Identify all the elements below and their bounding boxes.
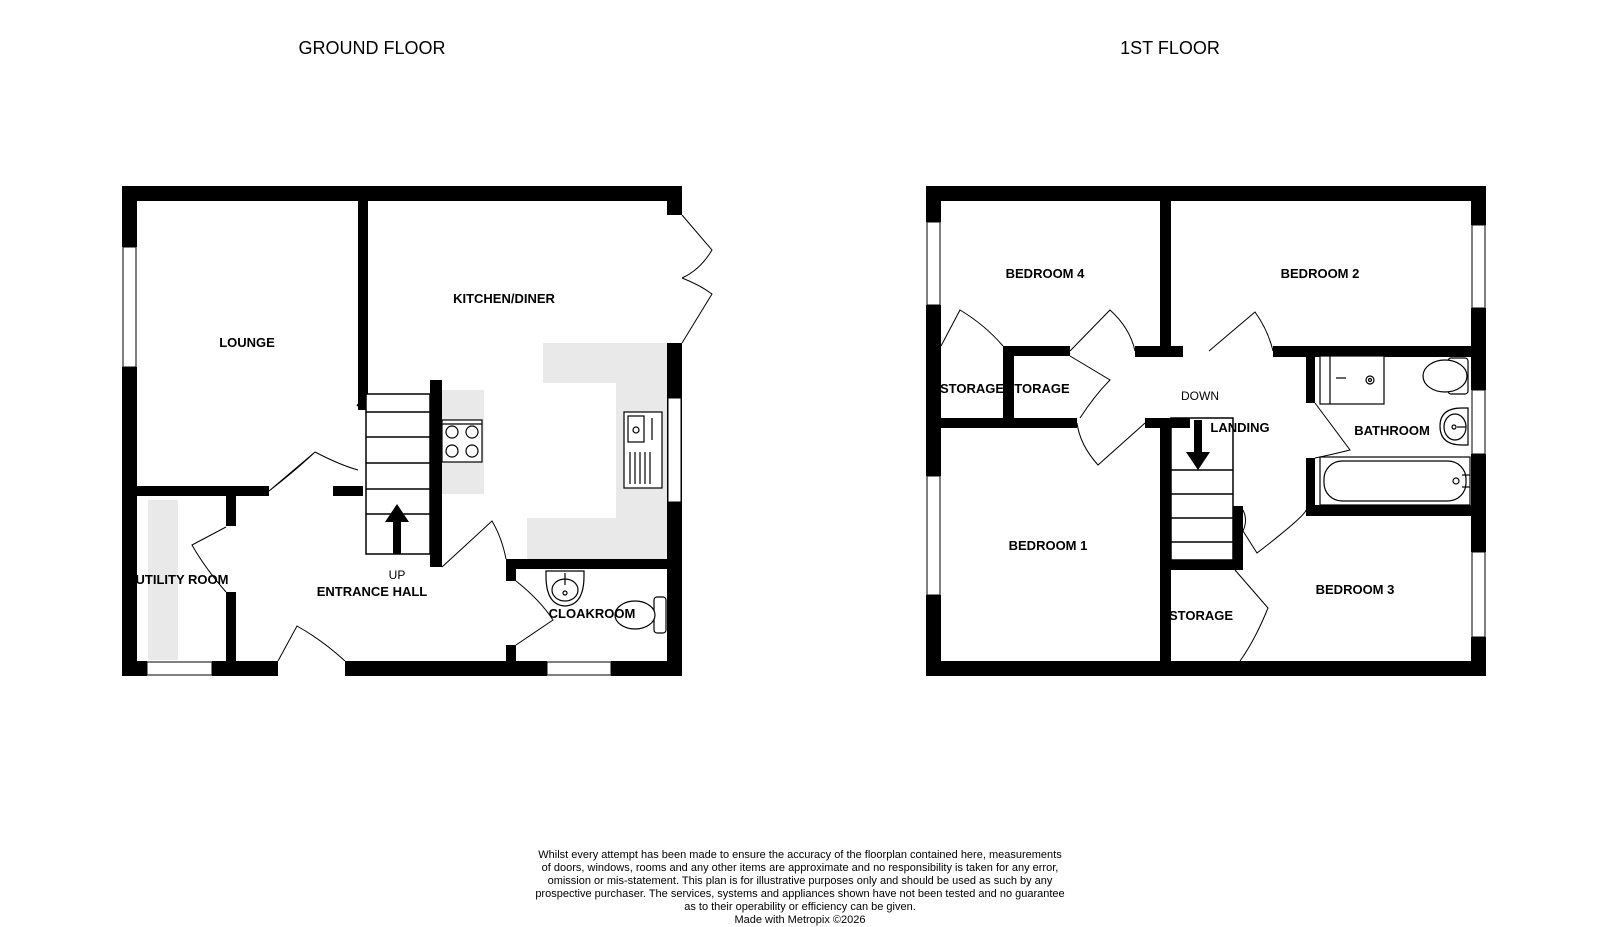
disclaimer-line: as to their operability or efficiency ca… [684,901,916,913]
first-staircase [1170,417,1234,561]
ground-outer-walls [122,186,682,676]
room-label-utility: UTILITY ROOM [136,572,229,587]
first-doors [940,309,1351,662]
room-label-landing: LANDING [1210,420,1269,435]
room-label-bedroom-2: BEDROOM 2 [1281,266,1360,281]
first-inner-walls [941,201,1471,661]
first-outer-walls [926,186,1486,676]
stairs-up-label: UP [389,568,406,582]
disclaimer-line: omission or mis-statement. This plan is … [547,875,1053,887]
hob-icon [441,419,483,463]
stairs-down-label: DOWN [1181,389,1219,403]
down-arrow-icon [1186,420,1210,470]
room-label-storage-bottom: STORAGE [1169,608,1233,623]
room-label-kitchen: KITCHEN/DINER [453,291,555,306]
room-label-lounge: LOUNGE [219,335,275,350]
room-label-cloakroom: CLOAKROOM [549,606,636,621]
bathroom-basin-icon [1439,407,1469,446]
disclaimer: Whilst every attempt has been made to en… [500,849,1100,927]
first-floor-title: 1ST FLOOR [1120,38,1220,58]
room-label-entrance-hall: ENTRANCE HALL [317,584,428,599]
ground-inner-walls [137,201,667,661]
bathroom-wc-icon [1422,357,1469,395]
room-label-bedroom-1: BEDROOM 1 [1009,538,1088,553]
bath-icon [1319,456,1471,506]
cloakroom-wc-icon [614,596,667,634]
room-label-bedroom-3: BEDROOM 3 [1316,582,1395,597]
first-floor-plan: 1ST FLOOR [926,38,1486,676]
kitchen-sink-icon [623,411,663,489]
ground-windows [122,246,682,676]
room-label-storage-middle: TORAGE [1014,381,1070,396]
cloakroom-basin-icon [545,570,585,607]
ground-floor-title: GROUND FLOOR [298,38,445,58]
shower-tray-icon [1319,355,1385,405]
disclaimer-line: Whilst every attempt has been made to en… [538,849,1062,861]
ground-floor-plan: GROUND FLOOR [122,38,713,676]
ground-doors [191,214,713,662]
room-label-bedroom-4: BEDROOM 4 [1006,266,1086,281]
first-windows [926,221,1486,638]
room-label-storage-left: STORAGE [940,381,1004,396]
up-arrow-icon [385,504,409,554]
room-label-bathroom: BATHROOM [1354,423,1430,438]
disclaimer-line: of doors, windows, rooms and any other i… [541,862,1059,874]
disclaimer-line: prospective purchaser. The services, sys… [535,888,1065,900]
